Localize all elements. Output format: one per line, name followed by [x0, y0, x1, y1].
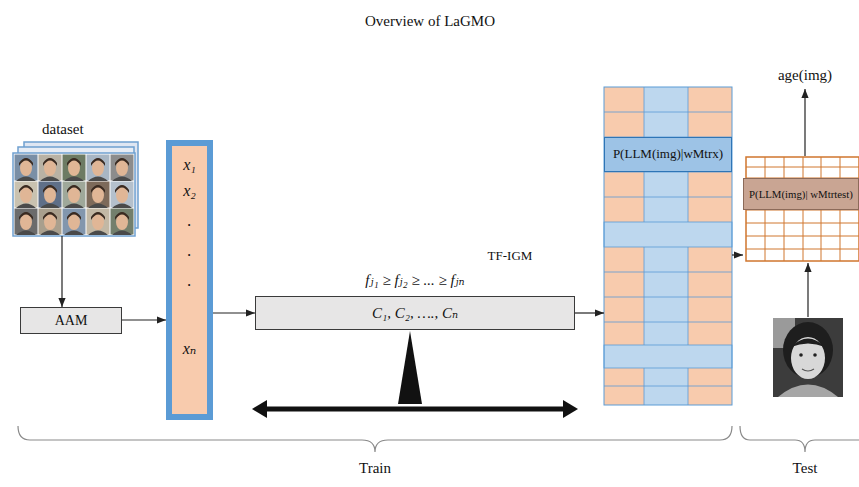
flow-arrow [213, 312, 255, 313]
fulcrum-triangle [398, 331, 422, 404]
vector-element: x₁ [183, 155, 196, 175]
output-arrow [804, 89, 805, 156]
photo-mouth [802, 369, 814, 371]
face-photo [62, 181, 86, 208]
ranking-text: fⱼ₁ ≥ fⱼ₂ ≥ ... ≥ fⱼₙ [365, 269, 464, 291]
face-photo [110, 181, 134, 208]
train-brace [18, 426, 732, 452]
balance-arrowhead [252, 400, 267, 418]
flow-arrow [732, 254, 743, 255]
method-label: TF-IGM [488, 247, 533, 265]
face-photo [86, 181, 110, 208]
face-photo [14, 208, 38, 235]
photo-hair [791, 339, 825, 348]
output-label: age(img) [778, 66, 832, 84]
photo-face [791, 337, 825, 379]
face-photo [86, 154, 110, 181]
test-brace [740, 426, 859, 452]
flow-arrow [575, 312, 604, 313]
face-photo [110, 154, 134, 181]
ranking-text: C₁, C₂, …., Cₙ [372, 297, 458, 329]
test-photo [773, 318, 843, 397]
balance-bar [262, 407, 568, 412]
node-label: P(LLM(img)|wMtrx) [613, 138, 723, 170]
photo-hair [783, 322, 833, 378]
photo-shirt [778, 385, 838, 398]
vector-element: xₙ [183, 339, 197, 359]
image-stack: dataset [12, 118, 138, 236]
test-matrix: P(LLM(img)| wMtrtest) [743, 157, 859, 261]
phase-label: Train [359, 459, 391, 477]
face-photo [14, 181, 38, 208]
probability-matrix: P(LLM(img)|wMtrx) [604, 87, 732, 405]
matrix-band [604, 345, 732, 368]
diagram-title: Overview of LaGMO [365, 12, 495, 30]
label-band: P(LLM(img)|wMtrx) [604, 137, 732, 172]
phase-label: Test [793, 459, 818, 477]
face-photo [62, 208, 86, 235]
matrix-border [604, 87, 732, 405]
face-collage [13, 142, 138, 236]
matrix-band [604, 222, 732, 247]
grid-line [604, 112, 732, 386]
node-label: P(LLM(img)| wMtrtest) [749, 179, 853, 209]
node-label: dataset [42, 120, 84, 138]
face-photo [38, 154, 62, 181]
node-label: AAM [55, 308, 88, 333]
photo-background [773, 318, 843, 397]
matrix-grid [604, 87, 732, 405]
vector-element: x₂ [183, 181, 196, 201]
face-photo [14, 154, 38, 181]
face-photo [38, 208, 62, 235]
face-photo [86, 208, 110, 235]
process-box: AAM [20, 307, 122, 334]
input-arrow [807, 263, 808, 317]
flow-arrow [61, 236, 62, 307]
face-photo [110, 208, 134, 235]
vector-element: . [188, 271, 192, 291]
photo-eye [813, 353, 817, 357]
face-photo [38, 181, 62, 208]
photo-eye [799, 353, 803, 357]
label-band: P(LLM(img)| wMtrtest) [743, 178, 859, 210]
flow-arrow [122, 319, 166, 320]
face-photo [62, 154, 86, 181]
ranking-box: fⱼ₁ ≥ fⱼ₂ ≥ ... ≥ fⱼₙC₁, C₂, …., Cₙ [255, 296, 575, 330]
photo-sheet [13, 153, 135, 236]
vector-element: . [188, 241, 192, 261]
feature-vector: x₁ x₂... xₙ [166, 140, 213, 420]
vector-element: . [188, 211, 192, 231]
balance-arrowhead [563, 400, 578, 418]
